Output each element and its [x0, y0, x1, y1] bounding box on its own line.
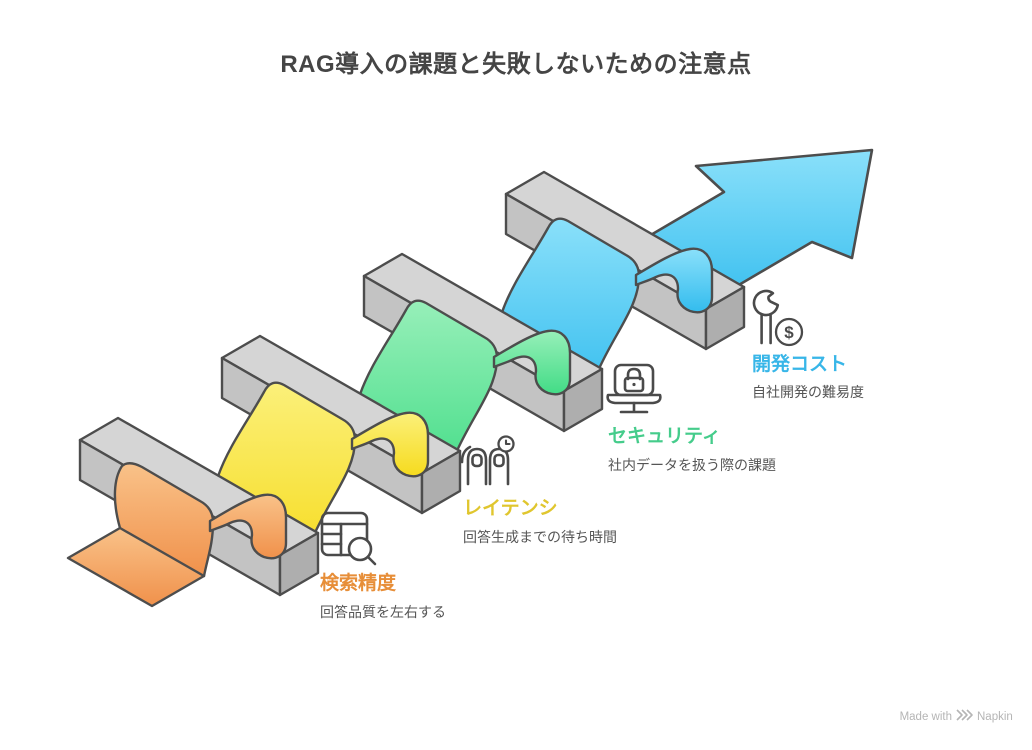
table-search-icon [320, 511, 377, 566]
step-module-search-accuracy [66, 416, 320, 608]
step-text-security: セキュリティ 社内データを扱う際の課題 [608, 426, 776, 473]
page-title: RAG導入の課題と失敗しないための注意点 [280, 50, 751, 78]
wrench-dollar-icon: $ [752, 289, 804, 347]
step-text-latency: レイテンシ 回答生成までの待ち時間 [463, 498, 617, 545]
step-label: セキュリティ [608, 426, 721, 447]
step-label: レイテンシ [463, 498, 558, 519]
step-description: 社内データを扱う際の課題 [608, 457, 776, 473]
ribbon-tail [66, 526, 206, 608]
napkin-logo-icon [956, 709, 973, 721]
step-label: 開発コスト [752, 352, 847, 375]
step-label: 検索精度 [320, 571, 397, 594]
svg-text:$: $ [784, 323, 794, 342]
brand-text: Napkin [977, 711, 1013, 723]
footer-credit[interactable]: Made with Napkin [900, 709, 1013, 723]
made-with-text: Made with [900, 711, 952, 723]
step-text-search-accuracy: 検索精度 回答品質を左右する [320, 571, 446, 620]
step-description: 自社開発の難易度 [752, 384, 864, 400]
step-description: 回答品質を左右する [320, 604, 446, 620]
step-text-development-cost: 開発コスト 自社開発の難易度 [752, 352, 864, 400]
laptop-lock-icon [606, 363, 662, 414]
waiting-people-clock-icon [460, 435, 515, 486]
step-description: 回答生成までの待ち時間 [463, 529, 617, 545]
